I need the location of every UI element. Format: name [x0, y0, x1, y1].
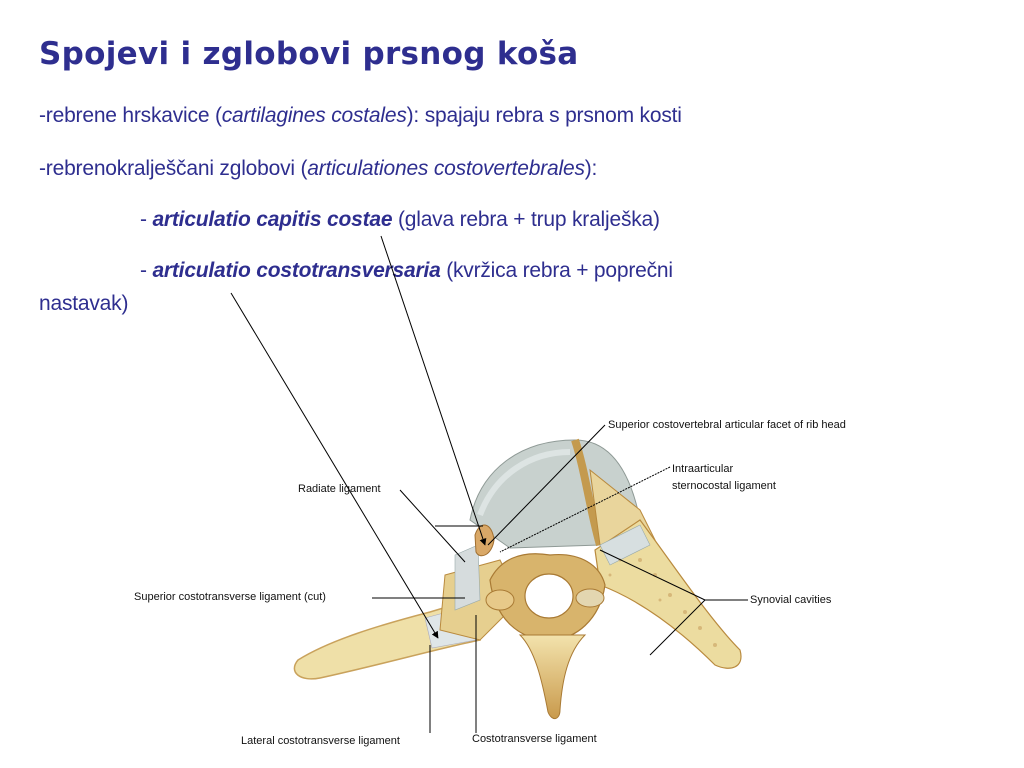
text-fragment: ): spajaju rebra s prsnom kosti — [406, 104, 682, 127]
text-fragment: - — [140, 208, 153, 231]
label-lateral-costotransverse: Lateral costotransverse ligament — [241, 735, 400, 747]
latin-term: cartilagines costales — [221, 104, 407, 127]
label-synovial-cavities: Synovial cavities — [750, 594, 832, 606]
label-costotransverse: Costotransverse ligament — [472, 733, 597, 745]
label-intraarticular-2: sternocostal ligament — [672, 480, 776, 492]
label-superior-costotransverse: Superior costotransverse ligament (cut) — [134, 591, 326, 603]
label-radiate-ligament: Radiate ligament — [298, 483, 381, 495]
text-line-costal-cartilages: -rebrene hrskavice (cartilagines costale… — [39, 104, 682, 128]
text-line-costotransversaria: - articulatio costotransversaria (kvržic… — [140, 259, 673, 283]
label-superior-facet: Superior costovertebral articular facet … — [608, 419, 846, 431]
text-fragment: -rebrene hrskavice ( — [39, 104, 222, 127]
latin-term-bold: articulatio capitis costae — [152, 208, 393, 231]
slide-title: Spojevi i zglobovi prsnog koša — [39, 36, 579, 72]
text-line-costovertebral-joints: -rebrenokralješčani zglobovi (articulati… — [39, 157, 597, 181]
text-fragment: (glava rebra + trup kralješka) — [392, 208, 660, 231]
text-fragment: -rebrenokralješčani zglobovi ( — [39, 157, 308, 180]
text-line-continuation: nastavak) — [39, 292, 129, 315]
text-line-capitis-costae: - articulatio capitis costae (glava rebr… — [140, 208, 660, 232]
text-fragment: ): — [584, 157, 598, 180]
latin-term-bold: articulatio costotransversaria — [152, 259, 441, 282]
text-fragment: - — [140, 259, 153, 282]
text-fragment: (kvržica rebra + poprečni — [440, 259, 673, 282]
latin-term: articulationes costovertebrales — [307, 157, 585, 180]
label-intraarticular-1: Intraarticular — [672, 463, 734, 475]
